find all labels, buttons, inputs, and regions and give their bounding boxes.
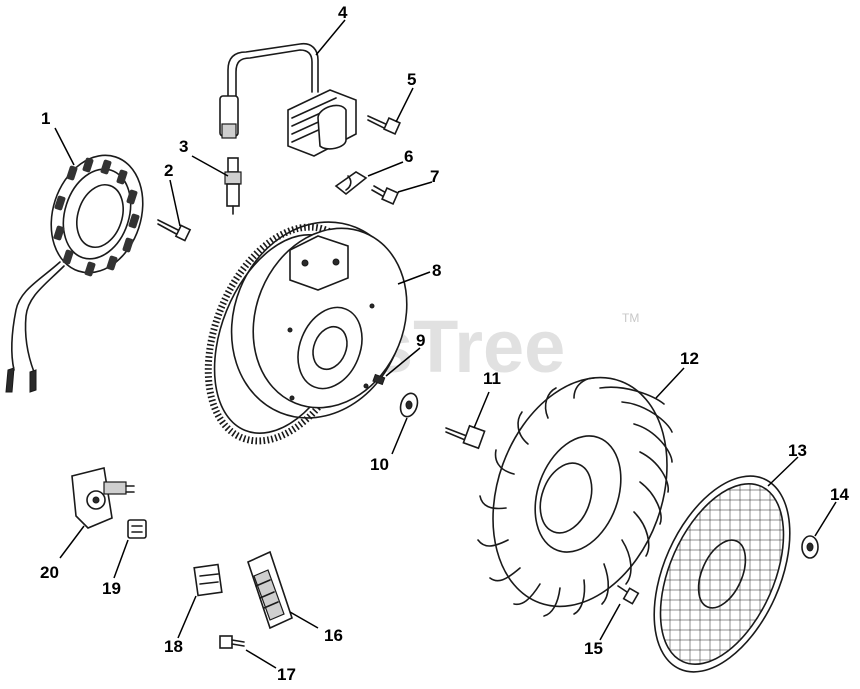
callout-16: 16: [324, 626, 343, 645]
cooling-fan-part: [477, 376, 673, 617]
callout-labels: 1 2 3 4 5 6 7 8 9 10 11 12 13 14 15 16 1…: [40, 3, 849, 684]
callout-14: 14: [830, 485, 849, 504]
watermark-trademark: TM: [622, 311, 639, 325]
callout-11: 11: [483, 369, 501, 388]
flywheel-part: [204, 221, 408, 445]
stator-part: [5, 154, 144, 393]
screw-part-7: [371, 185, 399, 205]
callout-6: 6: [404, 147, 413, 166]
callout-9: 9: [416, 331, 425, 350]
nut-part: [801, 535, 819, 559]
screw-part-17: [219, 635, 245, 649]
callout-17: 17: [277, 665, 296, 684]
key-part: [372, 373, 386, 386]
leader-lines: [54, 19, 837, 669]
callout-3: 3: [179, 137, 188, 156]
callout-8: 8: [432, 261, 441, 280]
callout-19: 19: [102, 579, 121, 598]
screw-part-15: [617, 585, 640, 605]
callout-1: 1: [41, 109, 50, 128]
callout-5: 5: [407, 70, 416, 89]
callout-15: 15: [584, 639, 603, 658]
bolt-part-11: [445, 424, 486, 450]
fan-blades: [477, 377, 673, 617]
relay-part: [71, 467, 135, 529]
callout-12: 12: [680, 349, 699, 368]
screw-part-2: [157, 219, 192, 242]
callout-20: 20: [40, 563, 59, 582]
callout-7: 7: [430, 167, 439, 186]
ignition-module-part: [219, 42, 357, 157]
connector-block-part: [193, 563, 223, 597]
screw-part-5: [367, 115, 401, 135]
callout-10: 10: [370, 455, 389, 474]
regulator-part: [247, 550, 293, 630]
small-connector-part: [127, 519, 147, 539]
callout-18: 18: [164, 637, 183, 656]
clip-part: [334, 171, 368, 196]
callout-4: 4: [338, 3, 348, 22]
washer-part: [399, 392, 419, 418]
callout-13: 13: [788, 441, 807, 460]
spark-plug-part: [224, 157, 242, 215]
callout-2: 2: [164, 161, 173, 180]
